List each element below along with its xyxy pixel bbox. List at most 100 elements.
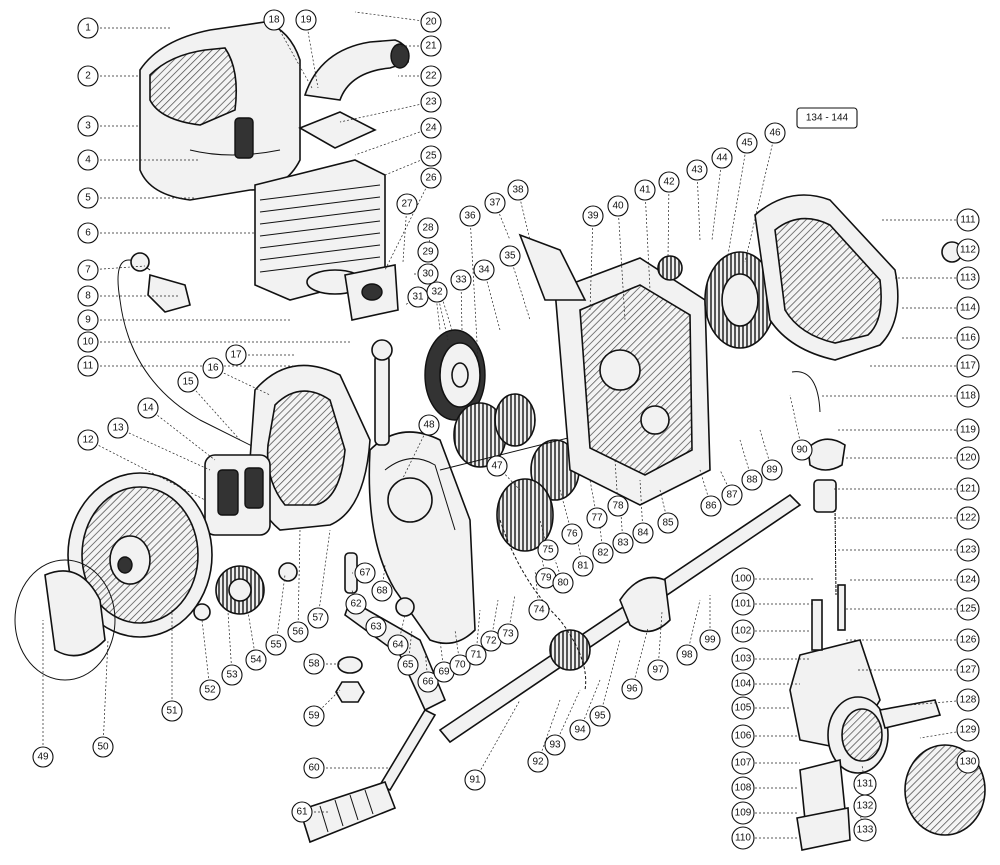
callout-circle — [634, 179, 656, 201]
callout-89: 89 — [761, 459, 783, 481]
callout-76: 76 — [561, 523, 583, 545]
callout-circle — [473, 259, 495, 281]
callout-number: 12 — [82, 435, 94, 446]
leader-line — [147, 407, 216, 461]
callout-circle — [731, 619, 755, 643]
callout-15: 15 — [177, 371, 199, 393]
callout-121: 121 — [956, 477, 980, 501]
carburettor — [789, 371, 986, 851]
callout-number: 88 — [746, 475, 758, 486]
callout-number: 3 — [85, 121, 91, 132]
callout-circle — [731, 776, 755, 800]
callout-119: 119 — [956, 418, 980, 442]
callout-17: 17 — [225, 344, 247, 366]
callout-68: 68 — [371, 580, 393, 602]
callout-126: 126 — [956, 628, 980, 652]
callout-84: 84 — [632, 522, 654, 544]
leader-line — [537, 699, 561, 763]
callout-circle — [77, 309, 99, 331]
callout-circle — [711, 147, 733, 169]
leader-line — [117, 427, 211, 471]
callout-39: 39 — [582, 205, 604, 227]
leader-line — [351, 589, 357, 605]
leader-line — [667, 181, 670, 259]
callout-number: 130 — [960, 757, 977, 768]
callout-number: 109 — [735, 808, 752, 819]
callout-120: 120 — [956, 446, 980, 470]
callout-128: 128 — [956, 688, 980, 712]
callout-circle — [77, 429, 99, 451]
callout-number: 23 — [425, 97, 437, 108]
callout-number: 47 — [491, 461, 503, 472]
callout-number: 11 — [83, 361, 94, 372]
callout-number: 26 — [425, 173, 437, 184]
callout-64: 64 — [387, 634, 409, 656]
flywheel-cover — [14, 559, 116, 681]
callout-18: 18 — [263, 9, 285, 31]
leader-line — [490, 599, 499, 642]
callout-number: 55 — [270, 640, 282, 651]
callout-number: 132 — [857, 801, 874, 812]
callout-number: 52 — [204, 685, 216, 696]
callout-number: 133 — [857, 825, 874, 836]
callout-circle — [956, 538, 980, 562]
callout-number: 96 — [626, 684, 638, 695]
callout-number: 65 — [402, 660, 414, 671]
callout-101: 101 — [731, 592, 755, 616]
callout-41: 41 — [634, 179, 656, 201]
callout-number: 107 — [735, 758, 752, 769]
callout-number: 93 — [549, 740, 561, 751]
callout-49: 49 — [32, 746, 54, 768]
leader-line — [859, 814, 866, 831]
callout-82: 82 — [592, 542, 614, 564]
callout-circle — [77, 355, 99, 377]
callout-circle — [486, 455, 508, 477]
callout-number: 112 — [960, 245, 976, 256]
callout-circle — [420, 117, 442, 139]
callout-circle — [956, 296, 980, 320]
callout-circle — [761, 459, 783, 481]
callout-number: 97 — [652, 665, 664, 676]
callout-number: 17 — [230, 350, 242, 361]
callout-number: 20 — [425, 17, 437, 28]
callout-number: 123 — [960, 545, 977, 556]
callout-number: 75 — [542, 545, 554, 556]
small-gear — [657, 255, 683, 281]
callout-number: 43 — [691, 165, 703, 176]
callout-circle — [497, 623, 519, 645]
callout-circle — [245, 649, 267, 671]
washer — [193, 603, 211, 621]
callout-number: 81 — [577, 561, 589, 572]
piston — [344, 264, 399, 321]
callout-number: 98 — [681, 650, 693, 661]
exhaust-elbow — [298, 39, 410, 149]
callout-124: 124 — [956, 568, 980, 592]
callout-circle — [658, 171, 680, 193]
callout-92: 92 — [527, 751, 549, 773]
nut-59 — [335, 681, 365, 703]
callout-circle — [544, 734, 566, 756]
callout-number: 101 — [735, 599, 752, 610]
callout-86: 86 — [700, 495, 722, 517]
callout-14: 14 — [137, 397, 159, 419]
leader-line — [474, 699, 521, 781]
callout-number: 108 — [735, 783, 752, 794]
callout-circle — [700, 495, 722, 517]
callout-12: 12 — [77, 429, 99, 451]
callout-circle — [465, 644, 487, 666]
callout-circle — [92, 736, 114, 758]
callout-71: 71 — [465, 644, 487, 666]
callout-circle — [607, 495, 629, 517]
callout-number: 51 — [166, 706, 178, 717]
callout-circle — [161, 700, 183, 722]
callout-circle — [77, 285, 99, 307]
callout-4: 4 — [77, 149, 99, 171]
callout-53: 53 — [221, 664, 243, 686]
callout-number: 70 — [454, 660, 466, 671]
callout-114: 114 — [956, 296, 980, 320]
callout-number: 131 — [857, 779, 874, 790]
callout-1: 1 — [77, 17, 99, 39]
callout-116: 116 — [956, 326, 980, 350]
callout-number: 67 — [359, 568, 371, 579]
callout-105: 105 — [731, 696, 755, 720]
